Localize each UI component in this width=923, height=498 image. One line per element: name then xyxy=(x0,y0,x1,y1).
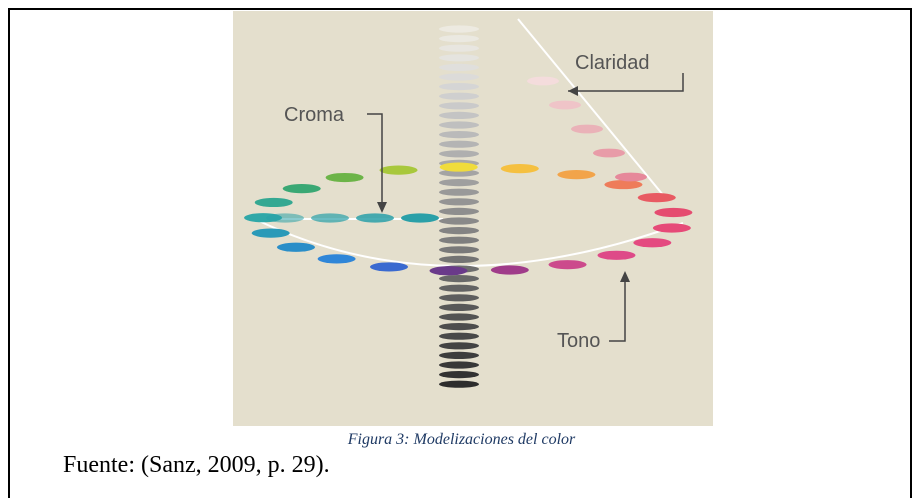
lightness-swatch xyxy=(615,172,647,182)
axis-step xyxy=(439,323,479,331)
axis-step xyxy=(439,217,479,225)
tono-arrow xyxy=(609,273,626,342)
axis-step xyxy=(439,246,479,254)
lightness-pinks xyxy=(527,76,647,182)
hue-swatch xyxy=(652,223,691,233)
page-frame xyxy=(8,8,912,498)
axis-step xyxy=(439,83,479,91)
axis-step xyxy=(439,236,479,244)
tono-arrowhead xyxy=(620,271,630,282)
hue-swatch xyxy=(317,254,356,264)
claridad-arrowhead xyxy=(568,86,578,96)
lightness-swatch xyxy=(549,100,581,110)
hue-swatch xyxy=(604,179,643,190)
hue-swatch xyxy=(490,265,529,275)
lightness-swatch xyxy=(527,76,559,86)
axis-step xyxy=(439,35,479,43)
axis-step xyxy=(439,54,479,62)
hue-swatch xyxy=(254,197,293,208)
hue-swatch xyxy=(325,172,364,183)
hue-swatch xyxy=(633,238,672,248)
hue-swatch xyxy=(500,164,539,174)
lightness-swatch xyxy=(593,148,625,158)
axis-step xyxy=(439,198,479,206)
color-model-figure: Claridad Croma Tono xyxy=(233,11,713,426)
axis-step xyxy=(439,169,479,177)
axis-step xyxy=(439,111,479,119)
hue-ring xyxy=(244,162,693,276)
hue-swatch xyxy=(276,242,315,252)
axis-step xyxy=(439,294,479,302)
hue-swatch xyxy=(282,184,321,194)
axis-step xyxy=(439,188,479,196)
color-model-diagram: Claridad Croma Tono xyxy=(244,18,693,388)
axis-step xyxy=(439,63,479,71)
chroma-swatch xyxy=(356,213,394,223)
axis-step xyxy=(439,25,479,33)
hue-swatch xyxy=(557,170,596,180)
figure-source: Fuente: (Sanz, 2009, p. 29). xyxy=(63,452,330,478)
chroma-swatch xyxy=(401,213,439,223)
axis-step xyxy=(439,275,479,283)
axis-step xyxy=(439,342,479,350)
hue-swatch xyxy=(654,207,693,218)
claridad-arrow xyxy=(568,73,684,92)
axis-step xyxy=(439,102,479,110)
axis-step xyxy=(439,361,479,369)
axis-step xyxy=(439,140,479,148)
axis-step xyxy=(439,131,479,139)
figure-caption: Figura 3: Modelizaciones del color xyxy=(347,431,576,448)
chroma-swatch xyxy=(311,213,349,223)
axis-step xyxy=(439,332,479,340)
lightness-swatch xyxy=(571,124,603,134)
axis-step xyxy=(439,351,479,359)
hue-swatch xyxy=(439,162,478,172)
hue-swatch xyxy=(548,260,587,270)
croma-arrow xyxy=(367,113,383,211)
axis-step xyxy=(439,284,479,292)
hue-swatch xyxy=(379,165,418,175)
hue-swatch xyxy=(429,266,468,276)
axis-step xyxy=(439,371,479,379)
axis-step xyxy=(439,255,479,263)
lightness-axis xyxy=(439,25,479,388)
hue-swatch xyxy=(251,228,290,238)
label-claridad: Claridad xyxy=(575,52,649,74)
label-tono: Tono xyxy=(557,330,600,352)
hue-swatch xyxy=(597,250,636,260)
croma-arrowhead xyxy=(377,202,387,213)
axis-step xyxy=(439,313,479,321)
axis-step xyxy=(439,179,479,187)
axis-step xyxy=(439,207,479,215)
axis-step xyxy=(439,227,479,235)
axis-step xyxy=(439,303,479,311)
axis-step xyxy=(439,121,479,129)
axis-step xyxy=(439,150,479,158)
chroma-swatch xyxy=(266,213,304,223)
chroma-row xyxy=(266,213,439,223)
hue-swatch xyxy=(370,262,409,272)
axis-step xyxy=(439,73,479,81)
label-croma: Croma xyxy=(284,104,345,126)
axis-step xyxy=(439,380,479,388)
axis-step xyxy=(439,92,479,100)
axis-step xyxy=(439,44,479,52)
cone-edge-line xyxy=(517,18,669,202)
hue-swatch xyxy=(637,193,676,203)
